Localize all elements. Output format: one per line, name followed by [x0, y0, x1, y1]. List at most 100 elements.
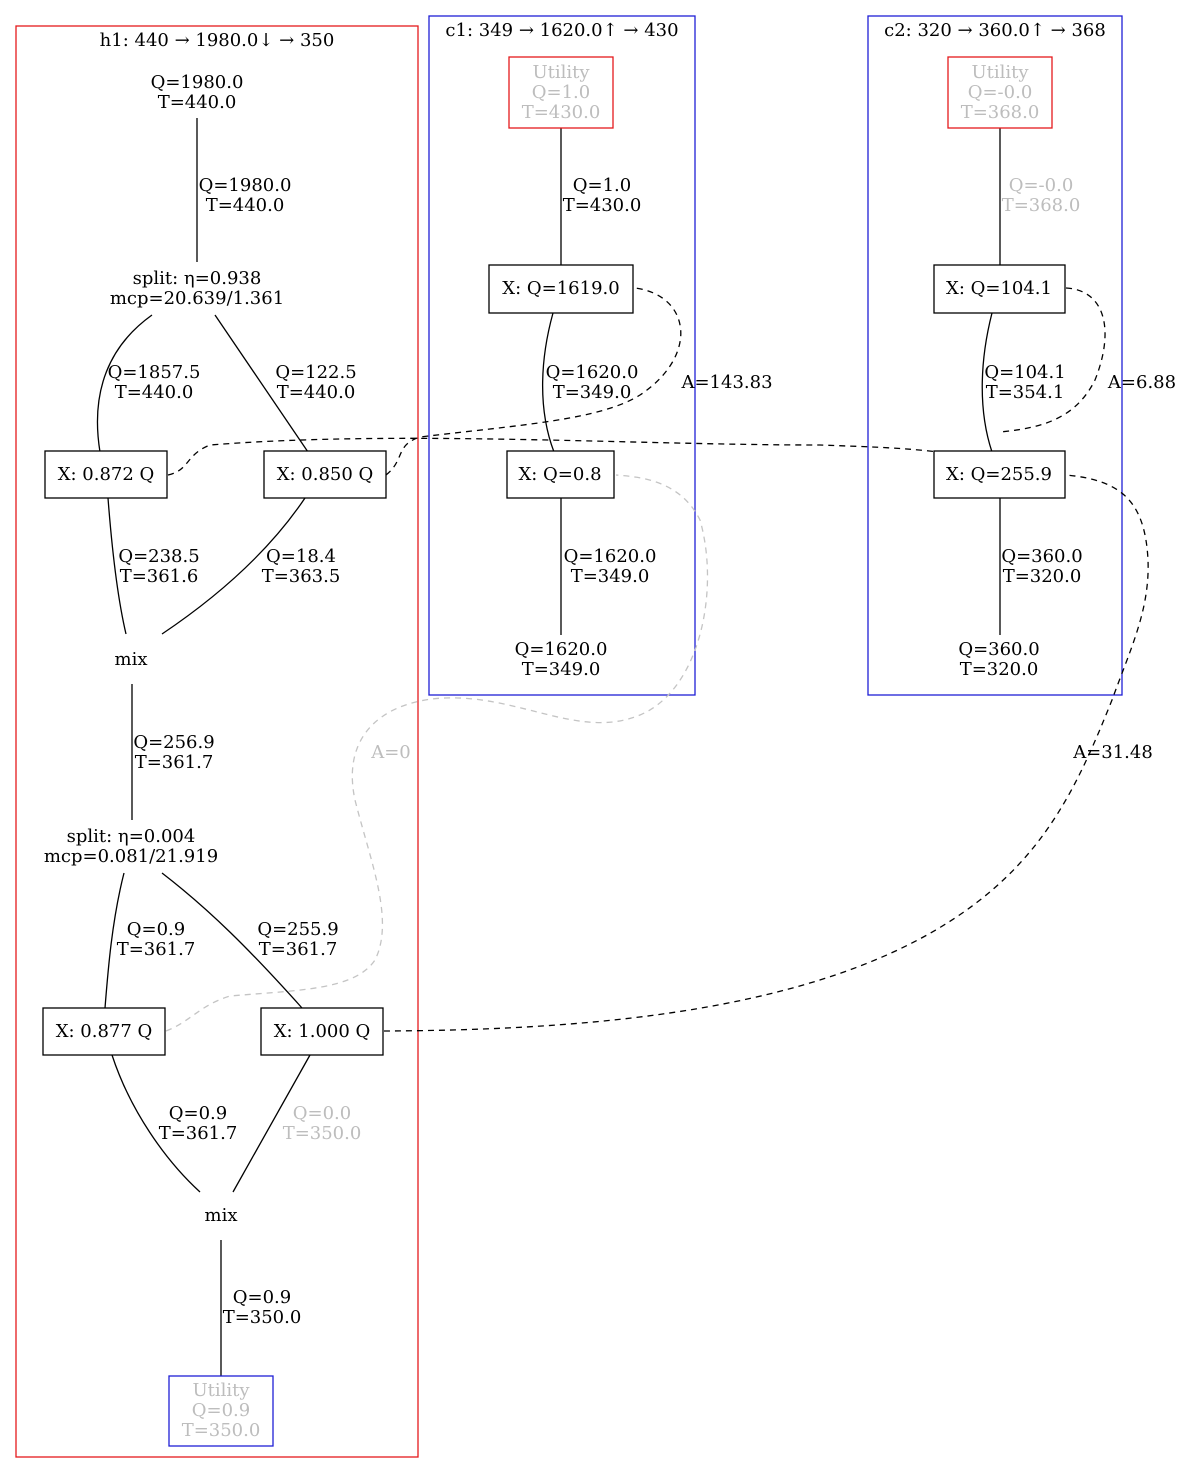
split2-mcp: mcp=0.081/21.919 [44, 846, 218, 867]
exchange-area-label: A=31.48 [1072, 742, 1153, 763]
edge-label-t: T=368.0 [1002, 195, 1081, 216]
c2-exchanger-x2[interactable]: X: Q=255.9 [933, 450, 1066, 499]
h1-edge-label-mix2-utility: Q=0.9 T=350.0 [223, 1287, 302, 1328]
utility-t: T=368.0 [961, 102, 1040, 123]
h1-edge-label-split1-xb: Q=122.5 T=440.0 [275, 362, 356, 403]
c1-sink-node: Q=1620.0 T=349.0 [515, 639, 608, 680]
exchanger-label: X: 0.877 Q [56, 1021, 153, 1042]
edge-label-q: Q=1980.0 [199, 175, 292, 196]
exchanger-box [933, 264, 1066, 314]
c2-edge-label-utility-x1: Q=-0.0 T=368.0 [1002, 175, 1081, 216]
edge-label-q: Q=0.9 [169, 1103, 227, 1124]
cluster-c2-border [867, 15, 1123, 696]
edge-label-q: Q=0.9 [233, 1287, 291, 1308]
edge-label-t: T=440.0 [206, 195, 285, 216]
h1-edge-label-xa-mix1: Q=238.5 T=361.6 [118, 546, 199, 587]
c1-exchanger-x2[interactable]: X: Q=0.8 [506, 450, 615, 499]
h1-exchanger-xc[interactable]: X: 0.877 Q [42, 1007, 166, 1056]
h1-source-q: Q=1980.0 [151, 72, 244, 93]
h1-utility-node[interactable]: Utility Q=0.9 T=350.0 [168, 1375, 274, 1447]
edge-c2-x1-x2 [981, 312, 993, 453]
sink-q: Q=360.0 [958, 639, 1039, 660]
edge-label-q: Q=360.0 [1001, 546, 1082, 567]
utility-name: Utility [192, 1380, 250, 1401]
edge-label-q: Q=0.0 [293, 1103, 351, 1124]
edge-label-q: Q=-0.0 [1009, 175, 1074, 196]
h1-edge-label-source-split1: Q=1980.0 T=440.0 [199, 175, 292, 216]
exchanger-label: X: Q=255.9 [946, 464, 1052, 485]
exchanger-label: X: 0.850 Q [277, 464, 374, 485]
cluster-c1-border [428, 15, 696, 696]
exchanger-box [506, 450, 615, 499]
c1-edge-label-x1-x2: Q=1620.0 T=349.0 [546, 362, 639, 403]
c2-edge-label-x1-x2: Q=104.1 T=354.1 [984, 362, 1065, 403]
edge-h1-xa-mix1 [107, 497, 127, 635]
h1-edge-label-xd-mix2: Q=0.0 T=350.0 [283, 1103, 362, 1144]
edge-label-t: T=354.1 [986, 382, 1065, 403]
split1-eta: split: η=0.938 [133, 268, 262, 289]
edge-label-t: T=440.0 [115, 382, 194, 403]
edge-h1-split1-xa [96, 314, 153, 453]
c2-exchanger-x1[interactable]: X: Q=104.1 [933, 264, 1066, 314]
sink-t: T=349.0 [522, 659, 601, 680]
edge-label-t: T=361.7 [117, 939, 196, 960]
cluster-h1-border [15, 25, 419, 1458]
h1-exchanger-xd[interactable]: X: 1.000 Q [260, 1007, 384, 1056]
sink-q: Q=1620.0 [515, 639, 608, 660]
utility-q: Q=0.9 [192, 1400, 250, 1421]
edge-h1-xb-mix1 [161, 497, 306, 635]
exchanger-box [933, 450, 1066, 499]
exchanger-label: X: Q=104.1 [946, 278, 1052, 299]
exchange-area-label: A=0 [370, 742, 411, 763]
exchange-link-a0 [165, 474, 709, 1032]
exchanger-box [263, 450, 387, 499]
h1-edge-label-split1-xa: Q=1857.5 T=440.0 [108, 362, 201, 403]
edge-label-t: T=361.7 [259, 939, 338, 960]
h1-mix2-node: mix [205, 1205, 238, 1226]
c2-sink-node: Q=360.0 T=320.0 [958, 639, 1039, 680]
edge-label-t: T=363.5 [262, 566, 341, 587]
exchanger-box [42, 1007, 166, 1056]
edge-label-q: Q=0.9 [127, 919, 185, 940]
edge-h1-xd-mix2 [232, 1054, 311, 1193]
utility-t: T=350.0 [182, 1420, 261, 1441]
edge-label-t: T=361.7 [135, 752, 214, 773]
h1-split1-node: split: η=0.938 mcp=20.639/1.361 [110, 268, 284, 309]
h1-edge-label-xb-mix1: Q=18.4 T=363.5 [262, 546, 341, 587]
utility-t: T=430.0 [522, 102, 601, 123]
utility-q: Q=-0.0 [968, 82, 1033, 103]
c1-exchanger-x1[interactable]: X: Q=1619.0 [488, 264, 634, 314]
exchanger-label: X: 1.000 Q [274, 1021, 371, 1042]
edge-label-t: T=361.7 [159, 1123, 238, 1144]
c1-edge-label-x2-sink: Q=1620.0 T=349.0 [564, 546, 657, 587]
edge-label-t: T=350.0 [223, 1307, 302, 1328]
h1-exchanger-xa[interactable]: X: 0.872 Q [44, 450, 168, 499]
edge-label-q: Q=1620.0 [546, 362, 639, 383]
h1-edge-label-xc-mix2: Q=0.9 T=361.7 [159, 1103, 238, 1144]
edge-h1-xc-mix2 [111, 1054, 201, 1193]
exchanger-box [488, 264, 634, 314]
split2-eta: split: η=0.004 [67, 826, 196, 847]
cluster-c1-title: c1: 349 → 1620.0↑ → 430 [445, 20, 678, 41]
exchanger-label: X: 0.872 Q [58, 464, 155, 485]
h1-source-node: Q=1980.0 T=440.0 [151, 72, 244, 113]
cluster-h1-title: h1: 440 → 1980.0↓ → 350 [100, 30, 335, 51]
h1-edge-label-mix1-split2: Q=256.9 T=361.7 [133, 732, 214, 773]
exchanger-label: X: Q=1619.0 [502, 278, 619, 299]
edge-label-q: Q=238.5 [118, 546, 199, 567]
edge-label-q: Q=122.5 [275, 362, 356, 383]
c2-utility-node[interactable]: Utility Q=-0.0 T=368.0 [947, 56, 1053, 129]
h1-split2-node: split: η=0.004 mcp=0.081/21.919 [44, 826, 218, 867]
edge-c1-x1-x2 [541, 312, 555, 453]
exchange-link-a143 [167, 437, 1067, 476]
edge-label-t: T=440.0 [277, 382, 356, 403]
utility-q: Q=1.0 [532, 82, 590, 103]
exchanger-box [260, 1007, 384, 1056]
c1-utility-node[interactable]: Utility Q=1.0 T=430.0 [508, 56, 614, 129]
edge-label-t: T=349.0 [571, 566, 650, 587]
exchange-link-a688 [999, 287, 1106, 433]
c2-edge-label-x2-sink: Q=360.0 T=320.0 [1001, 546, 1082, 587]
edge-label-q: Q=255.9 [257, 919, 338, 940]
h1-exchanger-xb[interactable]: X: 0.850 Q [263, 450, 387, 499]
